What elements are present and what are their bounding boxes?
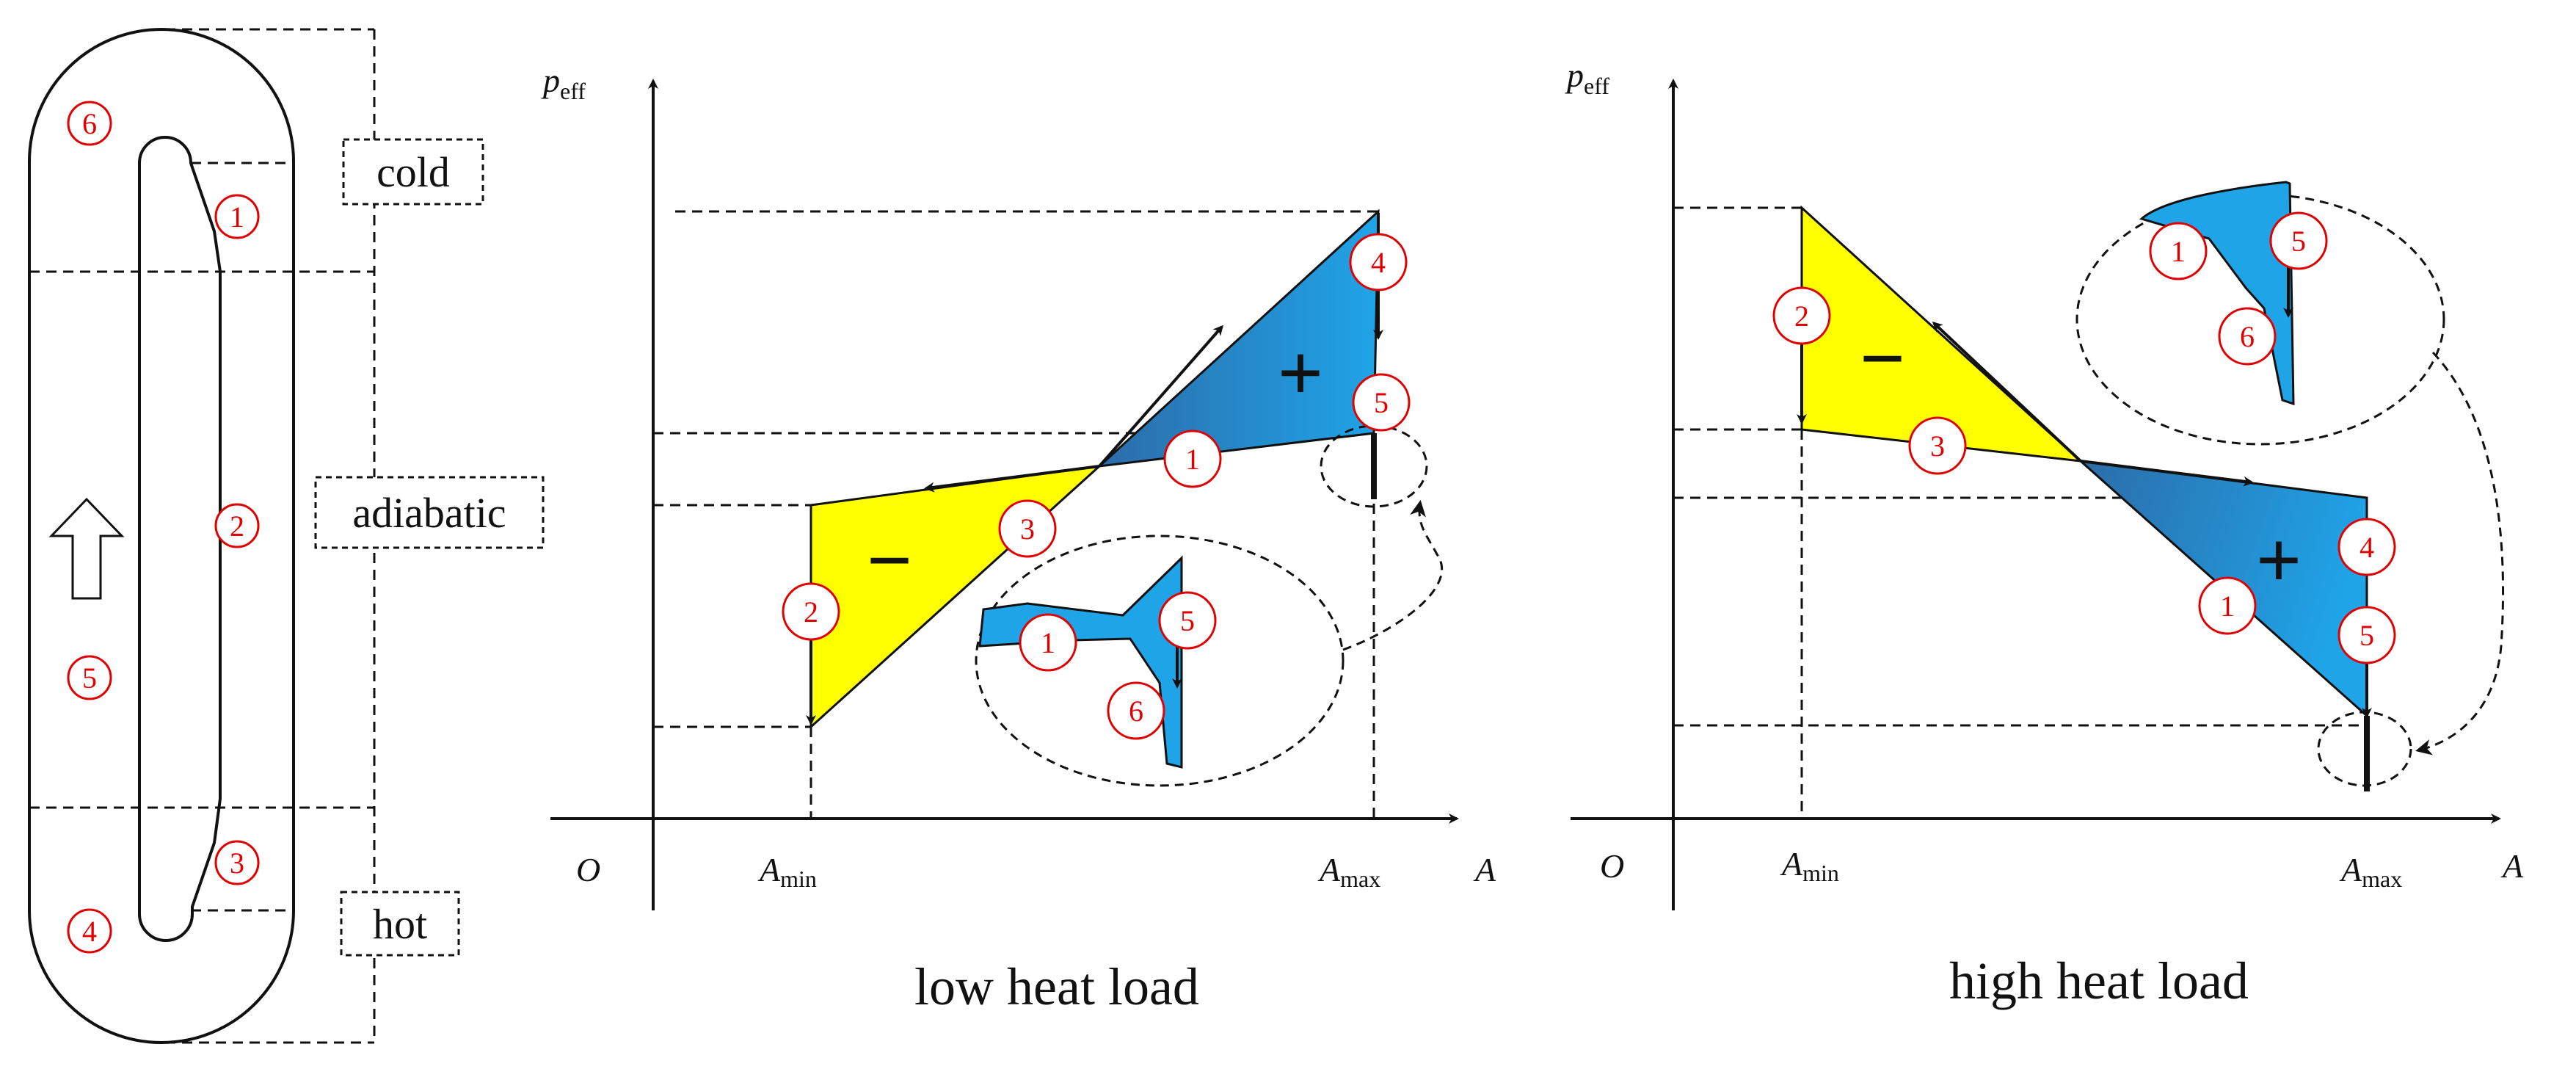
panel-caption: low heat load	[914, 957, 1199, 1016]
zone-label-hot: hot	[340, 891, 460, 957]
svg-text:6: 6	[82, 107, 97, 140]
tube-marker: 2	[214, 503, 260, 548]
axis-labels: peff O Amin Amax A	[541, 62, 1496, 892]
zone-label-adiabatic: adiabatic	[314, 476, 545, 549]
y-axis-label: peff	[1565, 57, 1609, 99]
tube-marker: 4	[67, 908, 112, 954]
svg-text:5: 5	[1374, 386, 1389, 419]
svg-text:3: 3	[1020, 512, 1035, 546]
panel-high-markers: 2 3 4 5 1 1 5 6	[1772, 211, 2396, 664]
panel-high-heat-load: − + 2 3 4 5 1 1 5 6 peff O Amin Amax A h…	[1565, 57, 2524, 1010]
panel-caption: high heat load	[1949, 952, 2249, 1010]
path-marker: 2	[782, 582, 840, 641]
tube-marker: 6	[67, 101, 112, 146]
a-min-label: Amin	[757, 851, 817, 892]
origin-label: O	[576, 851, 600, 888]
negative-sign: −	[867, 515, 913, 605]
svg-text:5: 5	[1180, 604, 1195, 637]
svg-text:4: 4	[2359, 531, 2374, 564]
path-marker: 5	[2337, 606, 2396, 664]
svg-text:1: 1	[2171, 235, 2186, 268]
svg-text:1: 1	[2220, 590, 2235, 623]
tube-markers: 6 1 2 5 3 4	[67, 101, 260, 954]
svg-text:6: 6	[1129, 695, 1143, 728]
svg-text:4: 4	[1371, 246, 1386, 279]
zoom-marker: 6	[1107, 681, 1165, 740]
positive-region	[1096, 209, 1380, 468]
a-max-label: Amax	[1317, 851, 1380, 892]
svg-text:1: 1	[230, 200, 244, 233]
path-marker: 2	[1772, 286, 1831, 345]
zoom-callout	[2075, 181, 2505, 787]
svg-text:2: 2	[804, 595, 818, 628]
negative-region	[809, 464, 1103, 730]
svg-text:1: 1	[1185, 443, 1200, 476]
zoom-marker: 1	[2149, 222, 2208, 280]
tube-marker: 1	[214, 194, 260, 239]
path-marker: 1	[1163, 430, 1222, 488]
svg-text:hot: hot	[373, 900, 427, 948]
svg-text:3: 3	[230, 847, 244, 880]
negative-sign: −	[1860, 314, 1906, 403]
zoom-marker: 6	[2218, 307, 2277, 366]
heat-pipe-tube: cold adiabatic hot 6 1 2 5 3 4	[28, 27, 545, 1045]
x-axis-label: A	[2500, 847, 2524, 885]
path-marker: 3	[1908, 416, 1967, 475]
up-arrow-icon	[48, 497, 125, 600]
zone-label-cold: cold	[342, 138, 484, 206]
zoom-marker: 5	[2269, 211, 2328, 270]
y-axis-label: peff	[541, 62, 586, 104]
path-marker: 1	[2198, 576, 2257, 635]
svg-text:5: 5	[2291, 225, 2306, 258]
zoom-marker: 1	[1019, 613, 1077, 672]
path-marker: 3	[998, 499, 1057, 558]
svg-text:1: 1	[1041, 626, 1055, 659]
tube-outer-wall	[28, 27, 295, 1045]
path-marker: 5	[1352, 373, 1411, 432]
panel-low-markers: 1 2 3 4 5 1 5 6	[782, 233, 1411, 740]
svg-text:2: 2	[1794, 300, 1809, 333]
origin-label: O	[1600, 847, 1624, 885]
tube-marker: 5	[67, 655, 112, 700]
a-max-label: Amax	[2339, 851, 2402, 892]
x-axis-label: A	[1473, 851, 1496, 888]
tube-marker: 3	[214, 840, 260, 885]
positive-sign: +	[1278, 328, 1324, 418]
path-marker: 4	[2337, 518, 2396, 576]
svg-text:3: 3	[1930, 430, 1945, 463]
svg-text:2: 2	[230, 510, 244, 543]
svg-text:4: 4	[82, 915, 97, 948]
positive-sign: +	[2256, 515, 2302, 605]
panel-low-heat-load: − + 1 2 3 4 5 1 5 6 peff O Amin Amax A l…	[541, 62, 1496, 1016]
axis-labels: peff O Amin Amax A	[1565, 57, 2524, 892]
svg-text:5: 5	[82, 662, 97, 695]
svg-text:cold: cold	[376, 148, 450, 196]
a-min-label: Amin	[1780, 845, 1839, 886]
zoom-marker: 5	[1158, 591, 1217, 650]
tube-inner-wall	[138, 136, 222, 942]
path-marker: 4	[1349, 233, 1408, 291]
svg-text:5: 5	[2359, 619, 2374, 652]
svg-text:6: 6	[2240, 320, 2255, 353]
svg-text:adiabatic: adiabatic	[352, 489, 506, 537]
